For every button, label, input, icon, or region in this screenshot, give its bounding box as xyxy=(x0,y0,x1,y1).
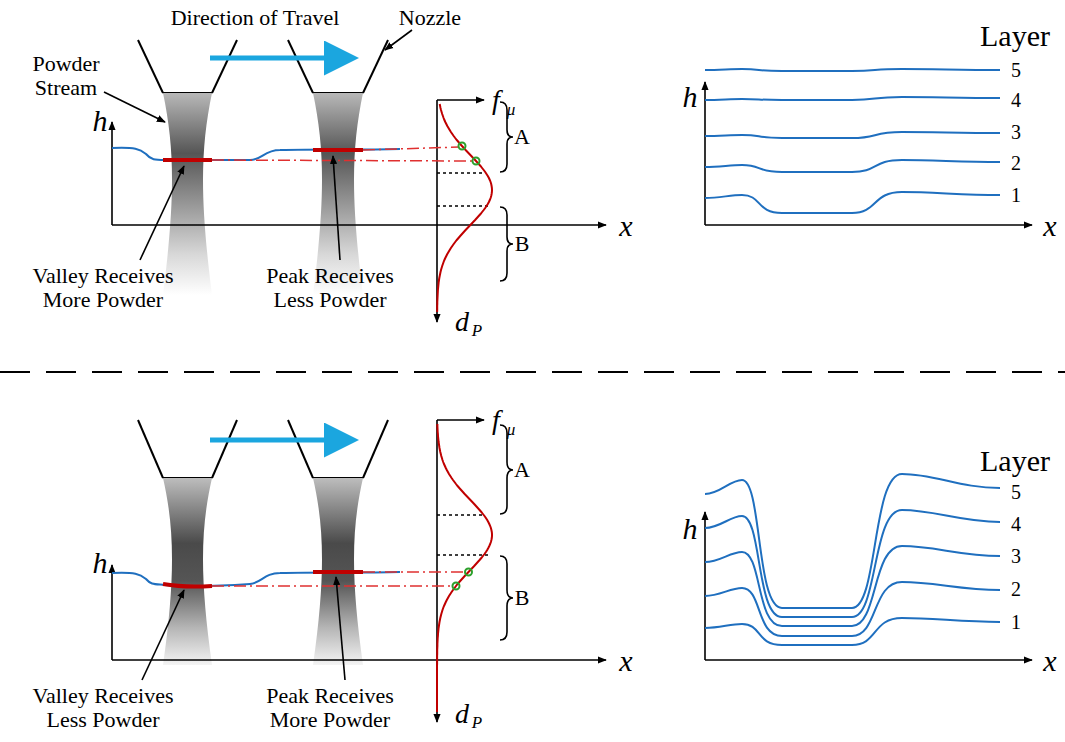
callout-text: Valley Receives More Powder xyxy=(16,264,191,312)
axis-label: d xyxy=(455,699,469,730)
projection-line xyxy=(212,160,473,161)
nozzles-top xyxy=(138,40,388,93)
deposit-zone xyxy=(163,158,212,162)
range-label: B xyxy=(515,232,530,256)
layer-number: 2 xyxy=(1011,578,1021,600)
layer-number: 1 xyxy=(1011,184,1021,206)
range-label: A xyxy=(514,125,530,149)
axis-label: x xyxy=(1043,644,1056,677)
travel-arrow xyxy=(210,438,352,443)
axis-label: d xyxy=(455,307,469,338)
deposit-zone xyxy=(313,570,363,574)
projection-line xyxy=(363,571,465,573)
travel-arrow xyxy=(210,56,352,61)
powder-stream xyxy=(163,478,212,665)
layer-line xyxy=(705,97,1000,100)
sample-dot xyxy=(453,583,460,590)
surface-profile xyxy=(112,572,400,586)
layer-line xyxy=(705,510,1000,617)
divider xyxy=(0,371,1065,373)
leader-lines xyxy=(142,577,345,680)
surface-profile xyxy=(112,148,400,160)
layer-lines xyxy=(705,69,1000,213)
part-name: Powder Stream xyxy=(19,52,114,100)
layer-number: 2 xyxy=(1011,152,1021,174)
layer-line xyxy=(705,192,1000,213)
axis-subscript: μ xyxy=(507,101,516,120)
leader-lines xyxy=(104,30,412,260)
axis-label: x xyxy=(619,209,632,242)
sample-dot xyxy=(473,158,480,165)
layer-lines xyxy=(705,474,1000,645)
nozzles-bottom xyxy=(138,420,388,478)
layer-number: 5 xyxy=(1011,481,1021,503)
layer-line xyxy=(705,160,1000,172)
axis-subscript: μ xyxy=(507,421,516,440)
panel-title: Layer xyxy=(980,19,1050,52)
axis-subscript: P xyxy=(472,714,482,733)
range-label: B xyxy=(515,586,530,610)
axes-bottom xyxy=(112,420,606,722)
layer-line xyxy=(705,69,1000,71)
deposit-zone xyxy=(163,584,212,587)
sample-dot xyxy=(459,143,466,150)
part-name: Nozzle xyxy=(399,6,461,30)
axis-label: f xyxy=(492,405,500,436)
axis-label: h xyxy=(683,512,698,545)
layer-number: 4 xyxy=(1011,513,1021,535)
sample-dot xyxy=(465,569,472,576)
projection-line xyxy=(212,585,453,587)
distribution-curve xyxy=(437,104,492,312)
axis-label: h xyxy=(683,80,698,113)
range-label: A xyxy=(514,458,530,482)
layer-number: 1 xyxy=(1011,611,1021,633)
layer-number: 5 xyxy=(1011,59,1021,81)
callout-text: Peak Receives More Powder xyxy=(250,684,410,732)
axes-top xyxy=(112,100,606,322)
projection-line xyxy=(363,147,459,150)
axis-label: h xyxy=(93,104,108,137)
callout-text: Peak Receives Less Powder xyxy=(250,264,410,312)
layer-line xyxy=(705,546,1000,626)
layer-line xyxy=(705,474,1000,608)
layer-line xyxy=(705,582,1000,636)
layer-number: 4 xyxy=(1011,89,1021,111)
layer-number: 3 xyxy=(1011,121,1021,143)
layer-line xyxy=(705,618,1000,645)
powder-stream xyxy=(313,478,363,665)
deposit-zone xyxy=(313,148,363,152)
panel-title: Layer xyxy=(980,444,1050,477)
axis-label: h xyxy=(93,546,108,579)
layer-line xyxy=(705,132,1000,138)
axis-subscript: P xyxy=(472,322,482,341)
caption-text: Direction of Travel xyxy=(171,6,340,30)
axis-label: x xyxy=(619,644,632,677)
axis-label: f xyxy=(492,85,500,116)
axis-label: x xyxy=(1043,209,1056,242)
callout-text: Valley Receives Less Powder xyxy=(16,684,191,732)
layer-number: 3 xyxy=(1011,545,1021,567)
distribution-curve xyxy=(437,424,492,712)
axes-layers-top xyxy=(705,82,1032,225)
